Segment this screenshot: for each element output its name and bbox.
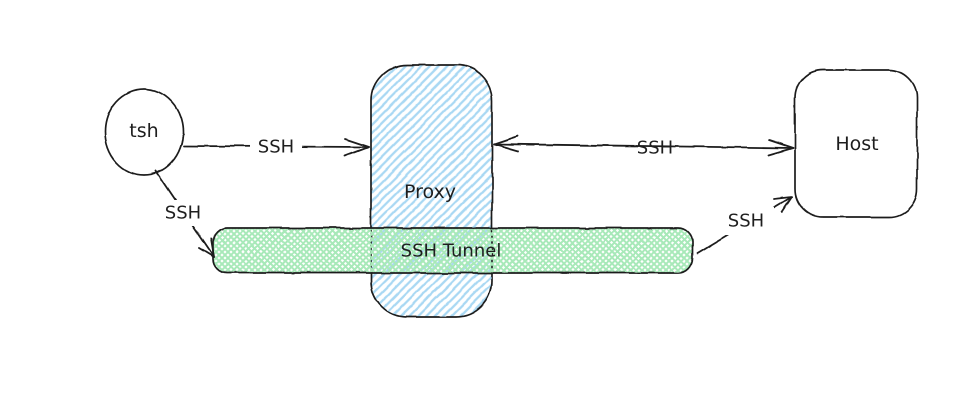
arrowhead-up-right-icon bbox=[773, 196, 793, 213]
edge-proxy-host bbox=[493, 135, 794, 156]
edge-tunnel-to-host-label: SSH bbox=[728, 211, 764, 232]
edge-proxy-host-label: SSH bbox=[637, 138, 673, 159]
edge-tsh-to-proxy-label: SSH bbox=[258, 137, 294, 158]
edge-label-bg bbox=[157, 200, 209, 226]
shapes-layer bbox=[104, 64, 918, 318]
arrowhead-left-icon bbox=[493, 135, 519, 152]
host-node-label: Host bbox=[835, 133, 878, 155]
tsh-node-shape bbox=[104, 88, 184, 176]
edge-label-bg bbox=[250, 133, 302, 159]
arrowhead-right-icon bbox=[768, 139, 794, 156]
edge-label-bg bbox=[718, 207, 774, 235]
arrowhead-right-icon bbox=[344, 138, 370, 157]
proxy-node-label: Proxy bbox=[404, 181, 456, 203]
edge-tsh-to-tunnel-label: SSH bbox=[165, 203, 201, 224]
ssh-tunnel-label: SSH Tunnel bbox=[401, 241, 502, 262]
edge-proxy-host-line bbox=[493, 143, 794, 149]
arrowhead-down-right-icon bbox=[198, 238, 215, 258]
labels-layer: SSH SSH SSH SSH tsh Proxy Host SSH Tunne… bbox=[129, 120, 878, 262]
host-node-shape bbox=[794, 69, 918, 218]
tsh-node-label: tsh bbox=[129, 120, 158, 142]
